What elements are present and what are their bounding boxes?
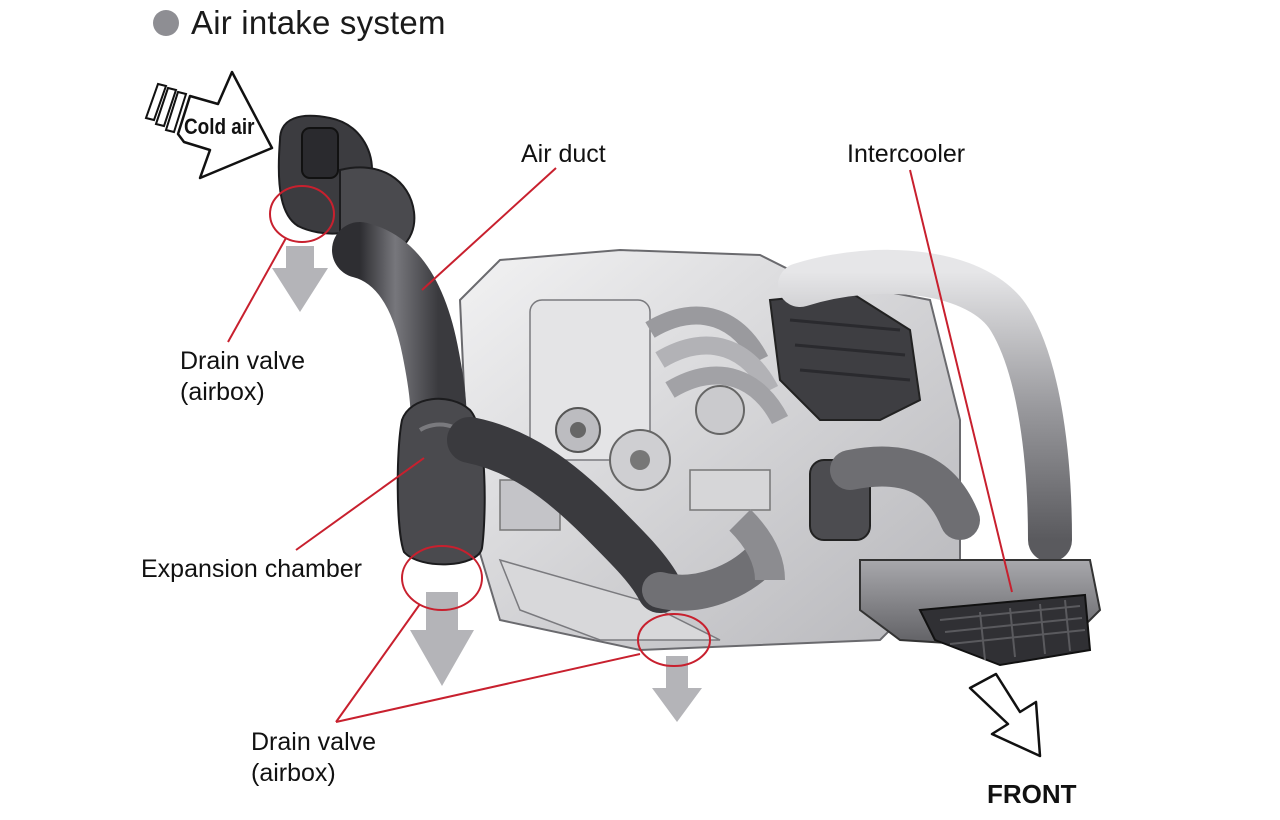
intercooler-pipe xyxy=(778,249,1072,562)
drain-arrow-1 xyxy=(272,246,328,312)
drain-valve-marker-1 xyxy=(269,185,335,243)
title-bullet-icon xyxy=(153,10,179,36)
drain-arrow-2 xyxy=(410,592,474,686)
intercooler-body xyxy=(859,559,1102,667)
cold-air-label: Cold air xyxy=(184,114,255,139)
expansion-chamber xyxy=(396,397,785,613)
leader-drain-top xyxy=(227,237,287,343)
drain-arrow-3 xyxy=(652,656,702,722)
title-row: Air intake system xyxy=(153,4,446,42)
cold-air-arrow xyxy=(144,70,274,180)
drain-valve-marker-3 xyxy=(637,613,711,667)
expansion-chamber-label: Expansion chamber xyxy=(141,555,362,583)
intercooler-label: Intercooler xyxy=(847,140,966,168)
leader-expansion xyxy=(295,457,425,551)
front-label: FRONT xyxy=(987,779,1077,809)
leader-air-duct xyxy=(421,167,557,291)
front-arrow xyxy=(968,672,1042,758)
air-duct-label: Air duct xyxy=(521,140,606,168)
leader-drain-bottom-b xyxy=(335,653,641,723)
leader-intercooler xyxy=(909,169,1013,593)
page-title: Air intake system xyxy=(191,4,446,41)
engine-block xyxy=(458,248,961,652)
drain-valve-top-label: Drain valve (airbox) xyxy=(180,347,306,406)
leader-drain-bottom-a xyxy=(335,603,421,723)
drain-valve-marker-2 xyxy=(401,545,483,611)
drain-valve-bottom-label: Drain valve (airbox) xyxy=(251,728,377,787)
